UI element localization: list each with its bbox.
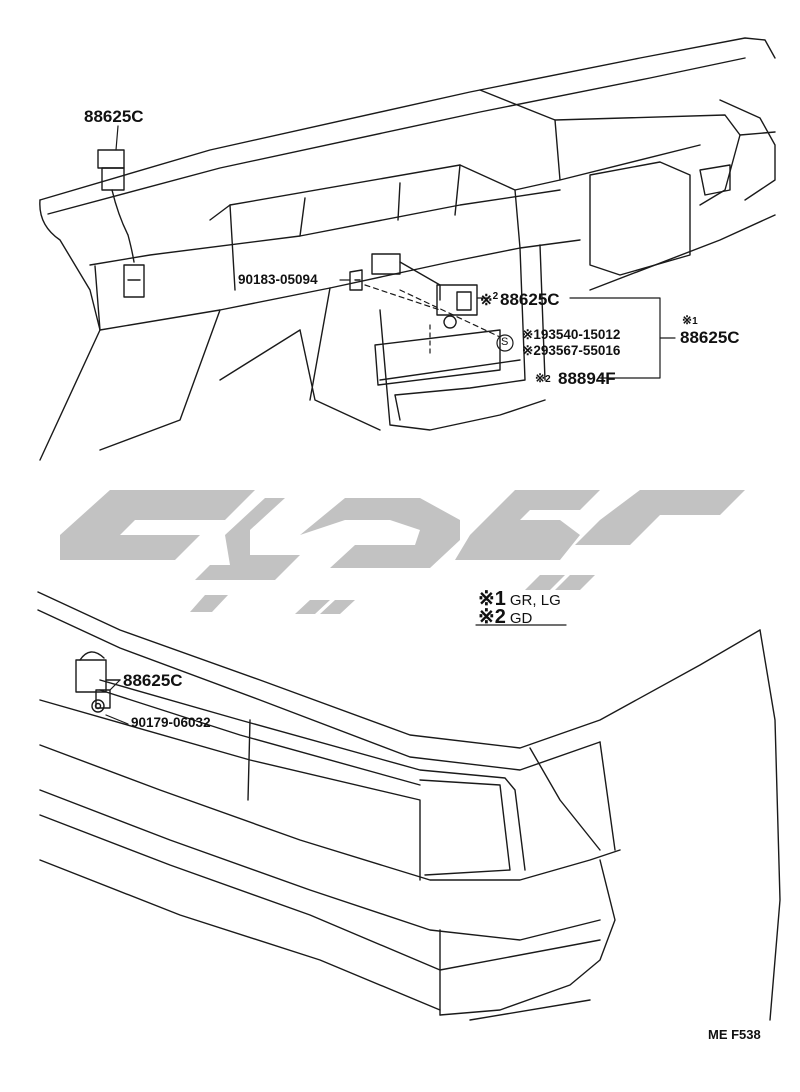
leader-lines-upper: [115, 125, 676, 379]
rear-body-drawing: [37, 591, 781, 1021]
star-number: 2: [545, 374, 551, 385]
part-label-star2-bottom: 88894F: [558, 369, 616, 388]
part-label-top-connector: 88625C: [84, 107, 144, 126]
part-label-lower-nut: 90179-06032: [131, 715, 211, 730]
option-b-mark: ※: [522, 343, 534, 358]
option-a-mark: ※: [522, 327, 534, 342]
star-number: 1: [692, 316, 698, 327]
star2-mark-bottom: ※2: [535, 370, 551, 385]
star-glyph: ※: [535, 371, 546, 385]
star-number: 2: [492, 291, 499, 302]
legend-mark-2: ※2: [478, 606, 506, 628]
option-b-row: ※293567-55016: [522, 344, 620, 358]
star-glyph: ※: [682, 313, 693, 327]
legend-row-1: ※1 GR, LG: [478, 586, 561, 611]
watermark-logo: [60, 490, 745, 614]
legend-mark-1: ※1: [478, 588, 506, 610]
option-a-row: ※193540-15012: [522, 328, 620, 342]
s-circle-label: S: [501, 336, 509, 348]
option-b-code: 293567-55016: [533, 343, 621, 358]
star1-mark: ※1: [682, 312, 698, 327]
legend-row-2: ※2 GD: [478, 604, 532, 629]
option-a-code: 193540-15012: [533, 327, 621, 342]
star-glyph: ※: [480, 292, 493, 309]
part-label-star1-item: 88625C: [680, 328, 740, 347]
legend-value-1: GR, LG: [509, 592, 561, 609]
dashboard-drawing: [39, 37, 776, 461]
drawing-code: ME F538: [708, 1027, 761, 1042]
star2-mark-top: ※2: [480, 291, 499, 309]
part-label-star2-item: 88625C: [500, 290, 560, 309]
part-label-bolt: 90183-05094: [238, 272, 318, 287]
part-label-lower-unit: 88625C: [123, 671, 183, 690]
legend-value-2: GD: [509, 610, 533, 627]
